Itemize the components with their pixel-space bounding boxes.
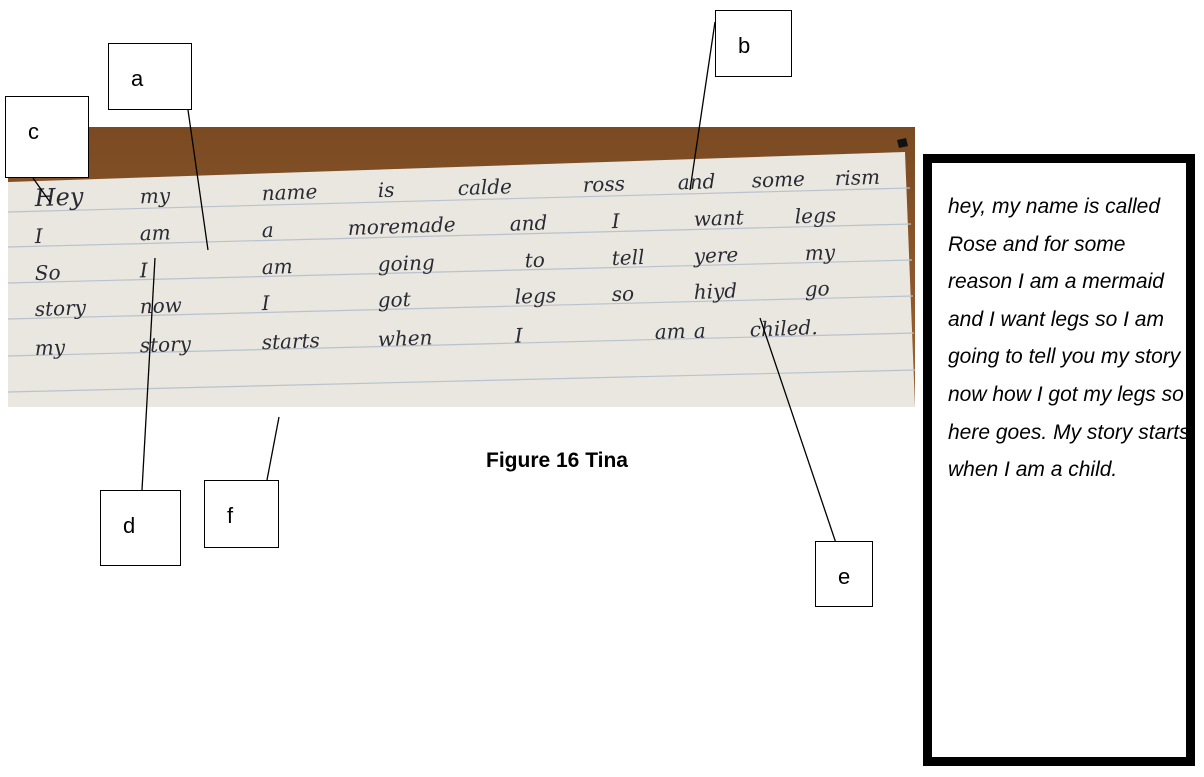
callout-line-c: [32, 177, 51, 203]
label-a: a: [108, 43, 192, 110]
handwritten-word: starts: [261, 328, 320, 354]
handwritten-word: story: [34, 295, 87, 321]
handwritten-word: I: [513, 323, 524, 347]
handwritten-word: and: [509, 210, 547, 235]
handwritten-word: legs: [794, 203, 836, 228]
callout-line-a: [187, 109, 209, 251]
callout-line-b: [689, 21, 716, 191]
transcript-box: hey, my name is called Rose and for some…: [923, 154, 1195, 766]
handwritten-word: chiled.: [749, 315, 818, 341]
handwritten-word: name: [261, 179, 317, 205]
handwritten-word: yere: [692, 242, 738, 268]
callout-line-f: [266, 416, 280, 481]
handwritten-word: a: [693, 319, 706, 343]
handwritten-word: am: [261, 254, 293, 279]
transcript-text: hey, my name is called Rose and for some…: [948, 195, 1190, 482]
label-c-text: c: [28, 119, 39, 144]
handwritten-word: going: [377, 250, 435, 276]
label-b-text: b: [738, 33, 751, 58]
label-d: d: [100, 490, 181, 566]
callout-lines: [32, 21, 841, 556]
label-a-text: a: [131, 66, 144, 91]
handwritten-word: a: [261, 218, 274, 242]
handwritten-word: so: [611, 281, 634, 306]
corner-mark: [897, 138, 908, 148]
handwritten-word: ross: [582, 171, 625, 196]
label-f: f: [204, 480, 279, 548]
handwritten-word: and: [677, 169, 715, 194]
label-f-text: f: [227, 503, 234, 528]
handwritten-word: some: [751, 167, 805, 193]
handwritten-word: am: [139, 220, 171, 245]
handwritten-word: Hey: [33, 182, 84, 212]
callout-line-d: [141, 257, 156, 491]
handwritten-word: I: [33, 224, 44, 248]
label-e: e: [815, 541, 873, 607]
handwritten-word: got: [377, 287, 412, 312]
label-e-text: e: [838, 564, 851, 589]
handwritten-word: am: [654, 319, 686, 344]
paper-sheet: [8, 152, 915, 407]
handwritten-word: to: [524, 248, 545, 273]
handwritten-word: when: [377, 325, 433, 351]
handwritten-word: calde: [457, 174, 512, 200]
handwritten-word: legs: [514, 283, 556, 308]
handwritten-word: tell: [611, 245, 644, 270]
label-b: b: [715, 10, 792, 77]
handwritten-word: I: [260, 291, 271, 315]
handwritten-word: I: [610, 209, 621, 233]
label-c: c: [5, 96, 89, 178]
handwritten-word: I: [138, 258, 149, 282]
figure-caption: Figure 16 Tina: [486, 449, 628, 472]
label-d-text: d: [123, 513, 136, 538]
handwritten-word: my: [34, 335, 66, 360]
handwritten-word: my: [139, 183, 171, 208]
handwritten-word: my: [804, 240, 836, 265]
handwritten-word: hiyd: [693, 278, 737, 303]
handwritten-word: is: [377, 178, 394, 203]
handwritten-word: story: [139, 332, 192, 358]
handwritten-word: go: [804, 276, 830, 301]
handwritten-word: moremade: [347, 212, 456, 240]
handwritten-word: now: [139, 293, 182, 318]
handwritten-word: So: [34, 260, 61, 285]
handwritten-word: want: [693, 205, 745, 231]
callout-line-e: [759, 317, 841, 556]
handwritten-word: rism: [834, 165, 880, 191]
